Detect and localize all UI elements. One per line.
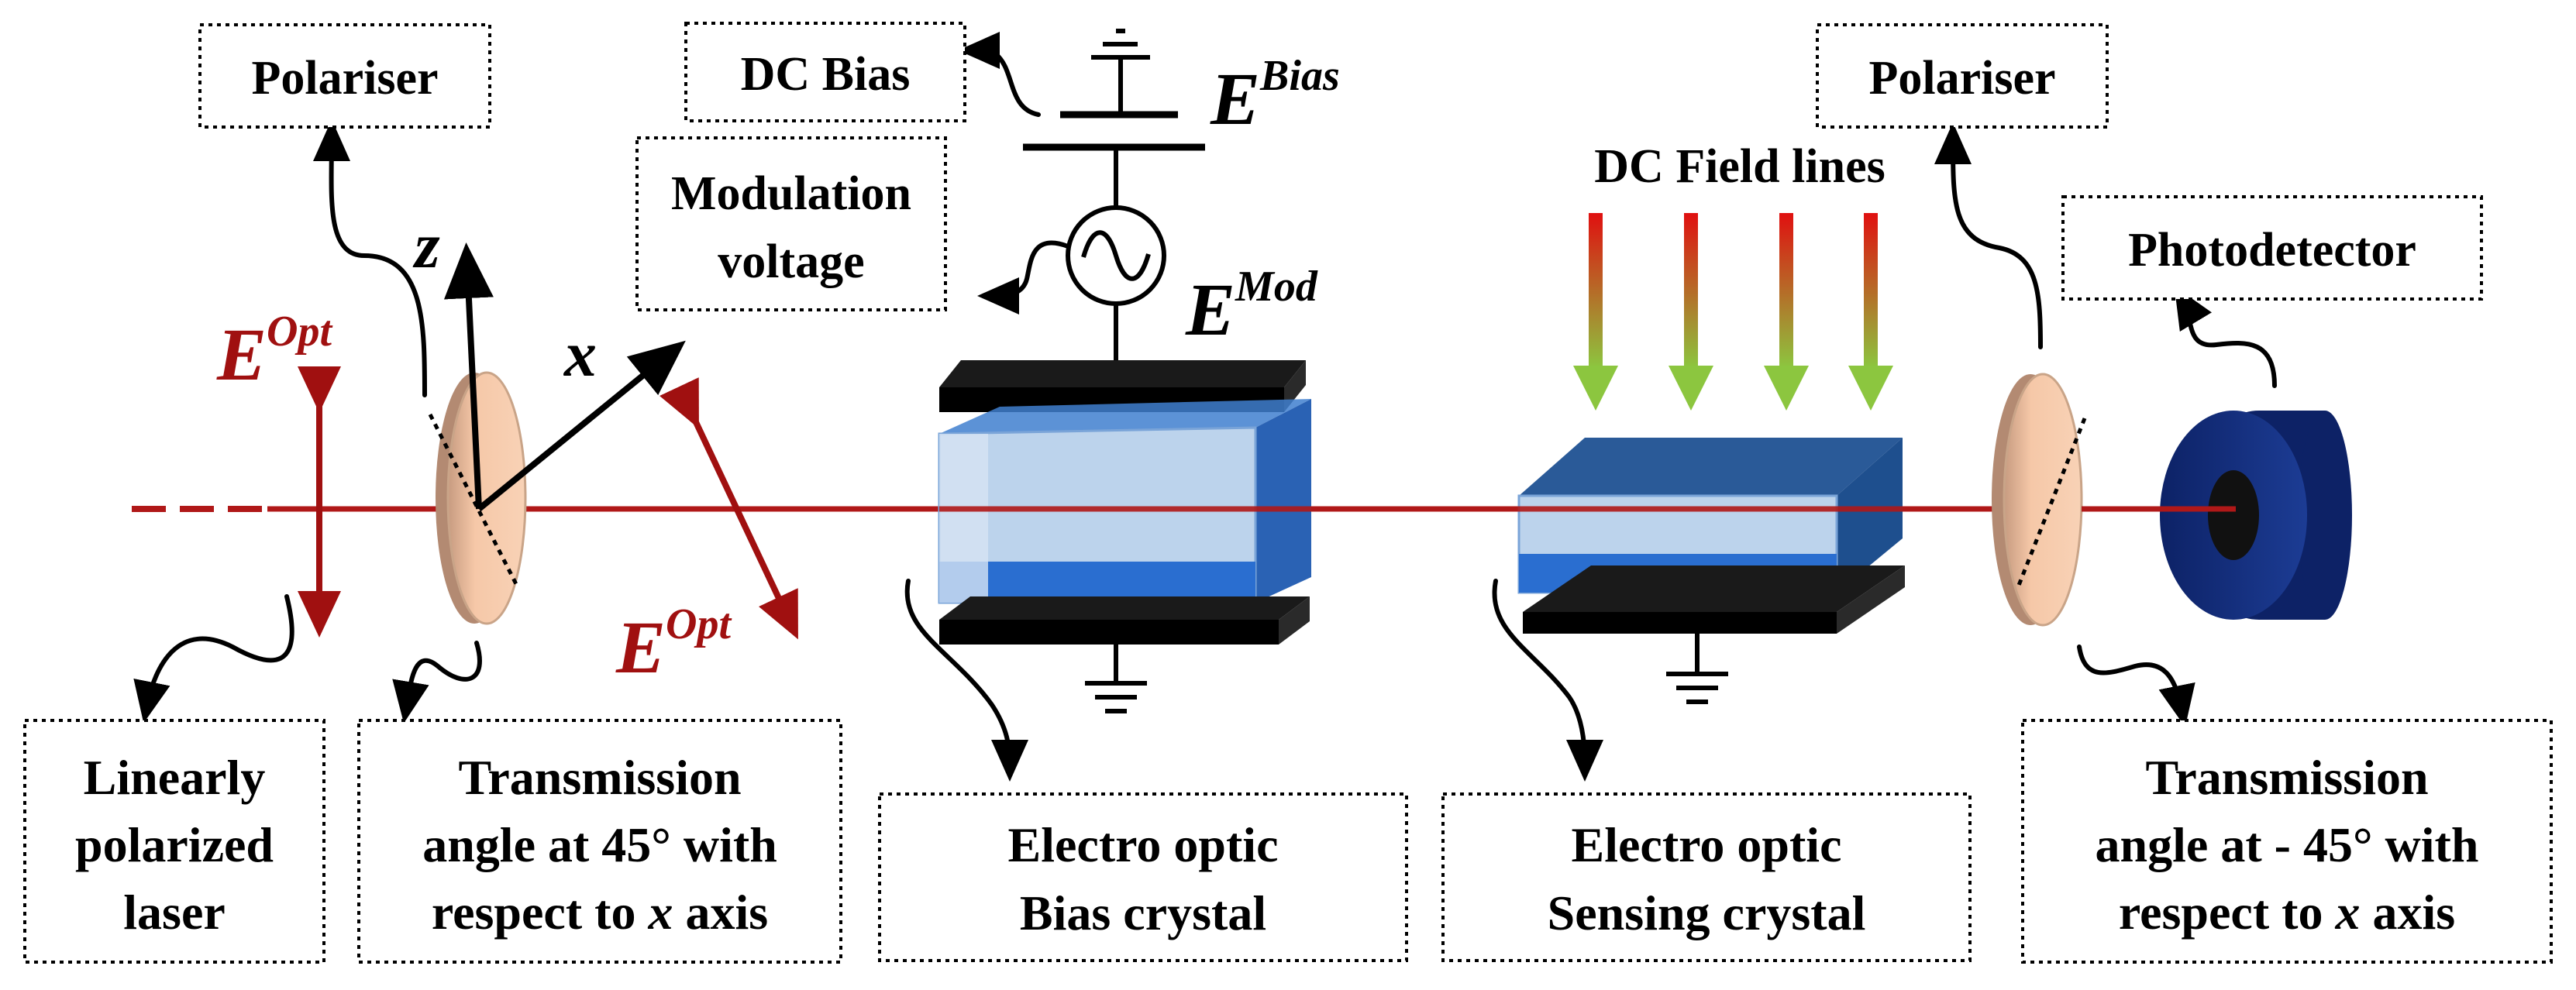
bias-voltage-source	[1023, 29, 1205, 360]
label-transmission-minus-45: Transmission angle at - 45° with respect…	[2021, 719, 2553, 964]
svg-text:respect to x axis: respect to x axis	[2119, 885, 2455, 940]
label-modulation-voltage: Modulation voltage	[635, 136, 947, 311]
rotated-polarization-arrow	[659, 377, 798, 640]
left-polariser	[428, 371, 527, 625]
axis-z-label: z	[412, 210, 440, 282]
svg-text:Electro optic: Electro optic	[1572, 817, 1842, 872]
label-polariser-right: Polariser	[1816, 23, 2109, 129]
svg-text:angle at - 45° with: angle at - 45° with	[2096, 817, 2479, 872]
label-bias-crystal: Electro optic Bias crystal	[878, 792, 1408, 962]
right-polariser	[1992, 373, 2087, 627]
leader-lines	[133, 31, 2277, 782]
label-dc-field-lines: DC Field lines	[1594, 140, 1885, 193]
label-dc-bias: DC Bias	[684, 22, 966, 122]
e-opt-label-left: EOpt	[216, 308, 332, 396]
svg-text:voltage: voltage	[718, 235, 864, 288]
svg-text:Polariser: Polariser	[1868, 52, 2055, 105]
svg-text:angle at 45° with: angle at 45° with	[422, 817, 777, 872]
svg-text:Modulation: Modulation	[671, 167, 911, 220]
axis-x-label: x	[563, 318, 597, 390]
label-polariser-left: Polariser	[198, 23, 491, 129]
svg-text:Polariser: Polariser	[251, 52, 438, 105]
e-opt-label-right: EOpt	[615, 600, 732, 689]
coordinate-axes	[443, 242, 686, 512]
dc-field-arrows	[1573, 213, 1893, 411]
svg-text:Bias crystal: Bias crystal	[1020, 885, 1266, 940]
label-photodetector: Photodetector	[2061, 195, 2483, 301]
e-bias-label: EBias	[1210, 52, 1340, 140]
svg-text:polarized: polarized	[75, 817, 274, 872]
label-linearly-polarized-laser: Linearly polarized laser	[23, 719, 325, 964]
label-transmission-45: Transmission angle at 45° with respect t…	[357, 719, 842, 964]
svg-text:laser: laser	[123, 885, 226, 940]
sensing-crystal	[1517, 438, 1905, 704]
svg-text:Photodetector: Photodetector	[2128, 224, 2416, 277]
svg-text:DC Bias: DC Bias	[741, 48, 911, 101]
e-mod-label: EMod	[1185, 263, 1318, 351]
svg-text:Sensing crystal: Sensing crystal	[1548, 885, 1866, 940]
svg-text:respect to x axis: respect to x axis	[432, 885, 768, 940]
svg-text:Transmission: Transmission	[2145, 750, 2428, 805]
svg-text:Electro optic: Electro optic	[1008, 817, 1279, 872]
svg-text:Linearly: Linearly	[84, 750, 266, 805]
label-sensing-crystal: Electro optic Sensing crystal	[1441, 792, 1972, 962]
svg-text:Transmission: Transmission	[458, 750, 741, 805]
photodetector	[2160, 411, 2352, 620]
bias-crystal	[938, 360, 1311, 713]
